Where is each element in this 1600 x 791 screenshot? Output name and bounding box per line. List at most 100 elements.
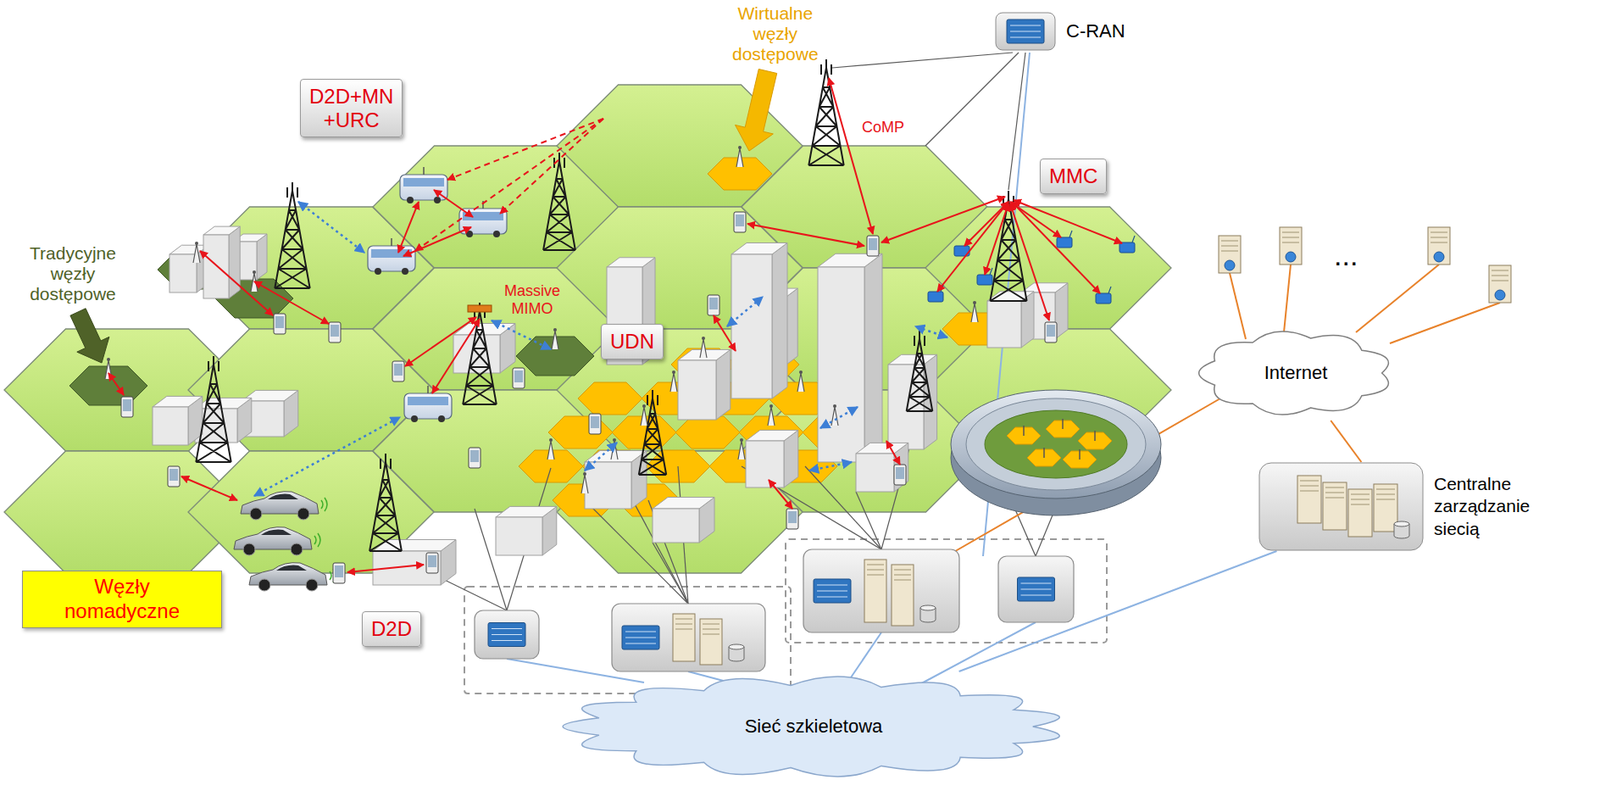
database-top bbox=[920, 605, 936, 611]
annotation: ... bbox=[1333, 238, 1358, 273]
phone-screen bbox=[735, 214, 745, 227]
radio-link bbox=[937, 201, 1009, 292]
server-slot bbox=[1300, 480, 1319, 482]
building-top bbox=[855, 442, 909, 454]
radio-link bbox=[181, 476, 238, 500]
server-slot bbox=[702, 623, 720, 625]
network-link bbox=[1330, 420, 1362, 462]
small-antenna bbox=[551, 330, 559, 350]
small-antenna bbox=[736, 148, 744, 167]
router-slot bbox=[816, 596, 848, 598]
phone bbox=[786, 508, 799, 529]
server-slot bbox=[894, 569, 912, 571]
phone-screen bbox=[895, 466, 905, 479]
device-antenna bbox=[1108, 286, 1112, 294]
network-cloud: Sieć szkieletowa bbox=[549, 671, 1078, 782]
phone-screen bbox=[334, 565, 344, 578]
node-label: D2D bbox=[371, 616, 412, 641]
router-icon bbox=[1017, 577, 1056, 601]
building-front bbox=[745, 440, 784, 488]
signal-waves bbox=[314, 533, 321, 547]
sensor-device bbox=[977, 274, 993, 285]
building-front bbox=[855, 453, 895, 492]
router-slot bbox=[491, 627, 523, 629]
server-slot bbox=[675, 623, 693, 625]
radio-link bbox=[747, 223, 865, 246]
building-front bbox=[203, 234, 229, 299]
radio-links bbox=[108, 77, 1123, 573]
building-front bbox=[152, 406, 189, 445]
antenna-tip bbox=[672, 370, 676, 374]
building-front bbox=[677, 360, 717, 420]
gateway-box bbox=[474, 610, 539, 659]
internet-line bbox=[1229, 272, 1246, 339]
cloud-outline bbox=[562, 676, 1060, 777]
node-label: Sieć szkieletowa bbox=[744, 715, 884, 738]
antenna-tower bbox=[638, 389, 667, 475]
antenna-tip bbox=[769, 404, 773, 408]
d2d-link bbox=[254, 416, 400, 496]
phone bbox=[894, 464, 906, 485]
cloud-outline bbox=[1199, 331, 1389, 415]
building-front bbox=[169, 254, 197, 293]
car-window bbox=[261, 529, 292, 535]
small-antenna bbox=[738, 440, 745, 460]
signal-waves bbox=[321, 497, 328, 512]
phone bbox=[468, 447, 481, 468]
backhaul-line bbox=[832, 52, 1013, 68]
server-slot bbox=[866, 574, 884, 576]
phone bbox=[733, 211, 746, 233]
antenna-tower bbox=[462, 302, 497, 405]
radio-link bbox=[433, 189, 473, 217]
server-icon bbox=[1279, 227, 1302, 265]
router-slot bbox=[491, 639, 523, 641]
server-slot bbox=[1376, 499, 1395, 500]
building-front bbox=[731, 254, 773, 399]
pointer-arrow bbox=[70, 308, 110, 363]
node-label: UDN bbox=[610, 329, 655, 354]
bus-antenna bbox=[422, 166, 425, 175]
server-slot bbox=[1282, 232, 1300, 234]
server-slot bbox=[1282, 242, 1300, 244]
server-icon bbox=[1322, 482, 1347, 530]
wheel bbox=[258, 578, 271, 591]
wheel bbox=[243, 543, 256, 556]
antenna-tip bbox=[194, 241, 199, 245]
bus-antenna bbox=[390, 238, 393, 246]
gateways bbox=[474, 549, 1074, 672]
d2d-link bbox=[809, 461, 852, 471]
virtual-cell bbox=[675, 416, 740, 449]
bus-window bbox=[403, 177, 445, 187]
radio-link bbox=[415, 118, 604, 251]
phone-screen bbox=[330, 324, 339, 337]
small-antennas bbox=[105, 145, 978, 494]
antenna-tower bbox=[989, 190, 1027, 301]
antenna-tip bbox=[799, 370, 803, 374]
label-box: D2D bbox=[361, 611, 422, 647]
management-center: Centralne zarządzanie siecią bbox=[1258, 461, 1530, 551]
router-slot bbox=[1021, 583, 1052, 584]
router-icon bbox=[488, 622, 526, 647]
radio-link bbox=[1010, 203, 1050, 321]
building-side bbox=[716, 349, 731, 420]
server-slot bbox=[1325, 497, 1345, 499]
phone-screen bbox=[868, 238, 878, 250]
small-antenna bbox=[1094, 430, 1096, 441]
small-antenna bbox=[700, 338, 707, 358]
server-slot bbox=[1491, 270, 1509, 272]
device-antenna bbox=[1132, 235, 1135, 243]
annotation: Wirtualne węzły dostępowe bbox=[732, 3, 819, 65]
bus bbox=[400, 174, 448, 200]
antenna-tower bbox=[543, 152, 576, 250]
radio-link bbox=[108, 372, 124, 395]
phone-screen bbox=[590, 416, 600, 428]
dashed-group bbox=[785, 538, 1107, 643]
database-top bbox=[728, 644, 745, 650]
antenna-tip bbox=[833, 404, 837, 408]
massive-mimo-panel bbox=[467, 305, 492, 312]
radio-link bbox=[500, 118, 604, 214]
server-case bbox=[1259, 462, 1423, 550]
pointer-arrow bbox=[735, 68, 778, 151]
small-antenna bbox=[1061, 418, 1064, 429]
wheel bbox=[466, 230, 473, 238]
